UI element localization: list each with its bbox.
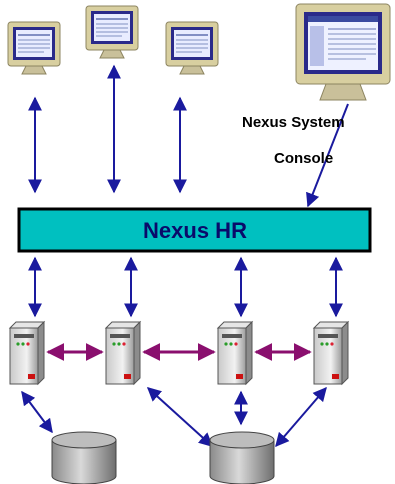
database-1 (51, 431, 117, 484)
client-monitor-2 (85, 5, 139, 59)
client-monitor-3 (165, 21, 219, 75)
database-2 (209, 431, 275, 484)
console-label-line-2: Console (274, 150, 334, 167)
server-3 (216, 320, 254, 386)
nexus-hr-hub (17, 207, 372, 253)
console-label-line-1: Nexus System (242, 114, 345, 131)
nexus-hr-label: Nexus HR (143, 218, 247, 243)
link-server-2-db-2 (146, 387, 214, 447)
server-4 (312, 320, 350, 386)
link-console-hub (306, 103, 349, 208)
link-server-1-db-1 (21, 390, 53, 434)
server-2 (104, 320, 142, 386)
console-monitor (295, 3, 391, 101)
client-monitor-1 (7, 21, 61, 75)
link-server-4-db-2 (275, 386, 327, 448)
server-1 (8, 320, 46, 386)
